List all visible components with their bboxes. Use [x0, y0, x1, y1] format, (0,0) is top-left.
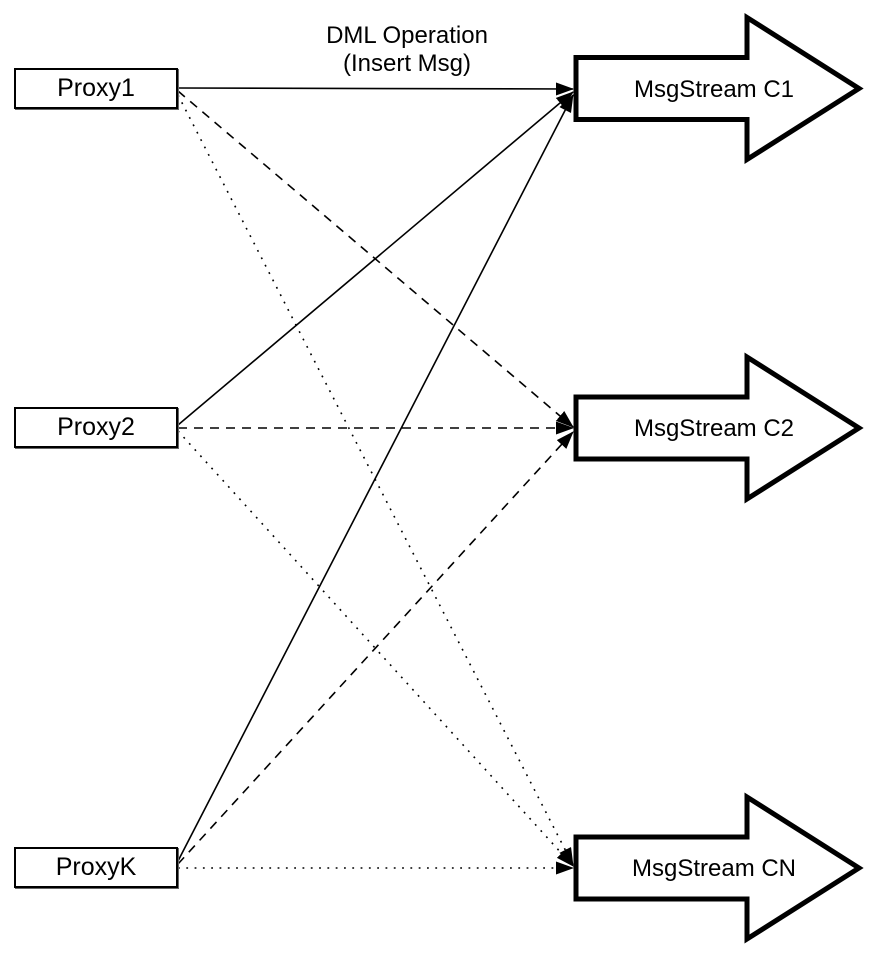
dml-operation-label-line1: DML Operation	[326, 22, 488, 49]
proxy2-node: Proxy2	[14, 407, 178, 448]
dml-operation-label-line2: (Insert Msg)	[342, 50, 471, 77]
edge-proxy2-to-msgstream-c1	[177, 91, 574, 426]
proxyk-label: ProxyK	[55, 853, 137, 881]
dml-operation-label: DML Operation (Insert Msg)	[272, 22, 542, 78]
msgstream-cn-arrow	[573, 792, 864, 944]
proxy2-label: Proxy2	[57, 413, 135, 441]
edge-proxyk-to-msgstream-c2	[177, 431, 574, 865]
proxy1-node: Proxy1	[14, 68, 178, 109]
edge-proxyk-to-msgstream-c1	[177, 94, 574, 862]
msgstream-c2-arrow	[573, 352, 864, 504]
proxyk-node: ProxyK	[14, 847, 178, 888]
msgstream-c2-label: MsgStream C2	[634, 415, 794, 442]
edge-proxy1-to-msgstream-c1	[177, 82, 574, 96]
edge-proxy1-to-msgstream-cn	[177, 94, 574, 866]
msgstream-cn-label: MsgStream CN	[632, 855, 796, 882]
msgstream-c1-label: MsgStream C1	[634, 76, 794, 103]
proxy1-label: Proxy1	[57, 74, 135, 102]
msgstream-c1-arrow	[573, 12, 864, 165]
